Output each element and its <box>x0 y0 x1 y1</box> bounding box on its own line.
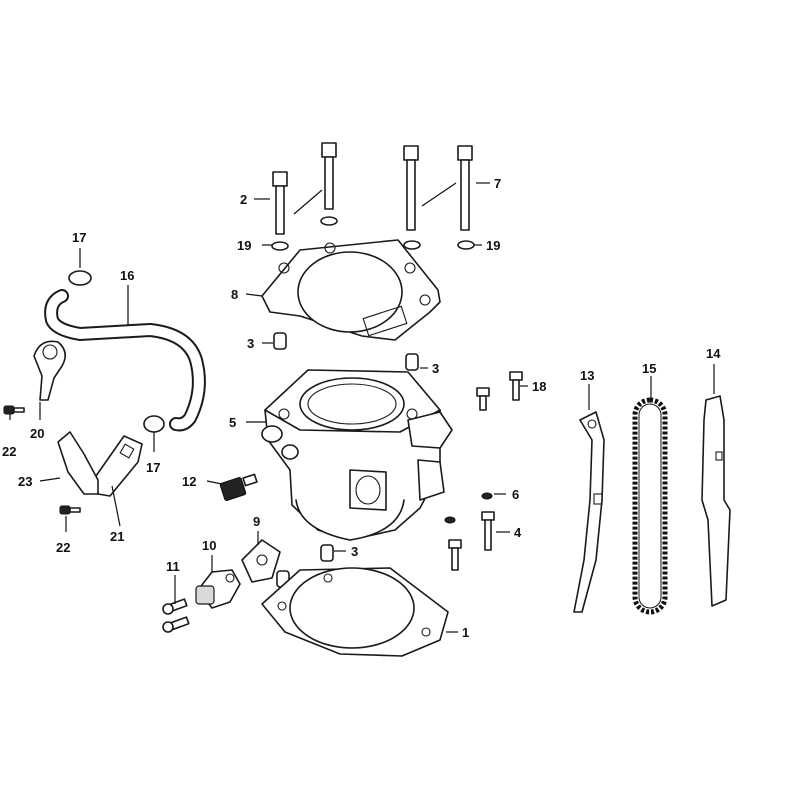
hose-clip <box>95 435 143 497</box>
callout-4: 4 <box>514 525 522 540</box>
callout-labels: 2 7 19 19 8 3 3 5 18 6 4 3 1 12 9 10 11 … <box>2 176 721 640</box>
callout-11: 11 <box>166 559 180 574</box>
callout-3-lower: 3 <box>351 544 358 559</box>
callout-21: 21 <box>110 529 124 544</box>
callout-1: 1 <box>462 625 469 640</box>
callout-19-right: 19 <box>486 238 500 253</box>
head-bolt-long-left <box>321 142 337 210</box>
cam-chain <box>632 397 668 615</box>
washer-right-b <box>457 240 475 250</box>
head-bolt-right-a <box>403 145 419 231</box>
tensioner-gasket <box>241 539 281 583</box>
head-bolt-short-left <box>272 171 288 235</box>
dowel-upper-right <box>405 353 419 371</box>
callout-15: 15 <box>642 361 656 376</box>
callout-20: 20 <box>30 426 44 441</box>
chain-tensioner-slipper <box>701 395 731 607</box>
callout-13: 13 <box>580 368 594 383</box>
bolt-18-a <box>476 387 490 411</box>
cam-chain-tensioner <box>195 569 241 609</box>
callout-2: 2 <box>240 192 247 207</box>
hose-clamp-lower <box>143 415 165 433</box>
dowel-lower-a <box>320 544 334 562</box>
cam-chain-guide <box>573 411 605 613</box>
dowel-upper-left <box>273 332 287 350</box>
callout-17-upper: 17 <box>72 230 86 245</box>
callout-6: 6 <box>512 487 519 502</box>
head-gasket <box>261 239 441 341</box>
hose-bracket <box>33 340 66 401</box>
callout-8: 8 <box>231 287 238 302</box>
callout-7: 7 <box>494 176 501 191</box>
coolant-hose <box>44 289 206 432</box>
base-gasket <box>261 567 449 657</box>
callout-22-upper: 22 <box>2 444 16 459</box>
callout-12: 12 <box>182 474 196 489</box>
tensioner-bolt-b <box>162 616 190 633</box>
callout-3-upper-left: 3 <box>247 336 254 351</box>
tensioner-bolt-a <box>162 598 188 615</box>
callout-23: 23 <box>18 474 32 489</box>
callout-5: 5 <box>229 415 236 430</box>
temperature-sensor <box>219 473 258 501</box>
bolt-18-b <box>509 371 523 401</box>
callout-19-left: 19 <box>237 238 251 253</box>
washer-right-a <box>403 240 421 250</box>
washer-6-b <box>444 516 456 524</box>
hose-clamp-upper <box>68 270 92 286</box>
callout-18: 18 <box>532 379 546 394</box>
hose-cover <box>57 431 99 495</box>
bolt-4-a <box>481 511 495 551</box>
callout-22-lower: 22 <box>56 540 70 555</box>
washer-left-a <box>271 241 289 251</box>
callout-3-upper-right: 3 <box>432 361 439 376</box>
leader-lines <box>9 182 715 633</box>
cylinder-block <box>261 369 453 541</box>
callout-16: 16 <box>120 268 134 283</box>
head-bolt-right-b <box>457 145 473 231</box>
callout-14: 14 <box>706 346 721 361</box>
callout-17-lower: 17 <box>146 460 160 475</box>
callout-10: 10 <box>202 538 216 553</box>
washer-6-a <box>481 492 493 500</box>
bolt-4-b <box>448 539 462 571</box>
callout-9: 9 <box>253 514 260 529</box>
bolt-22-upper <box>3 405 25 415</box>
washer-left-b <box>320 216 338 226</box>
bolt-22-lower <box>59 505 81 515</box>
